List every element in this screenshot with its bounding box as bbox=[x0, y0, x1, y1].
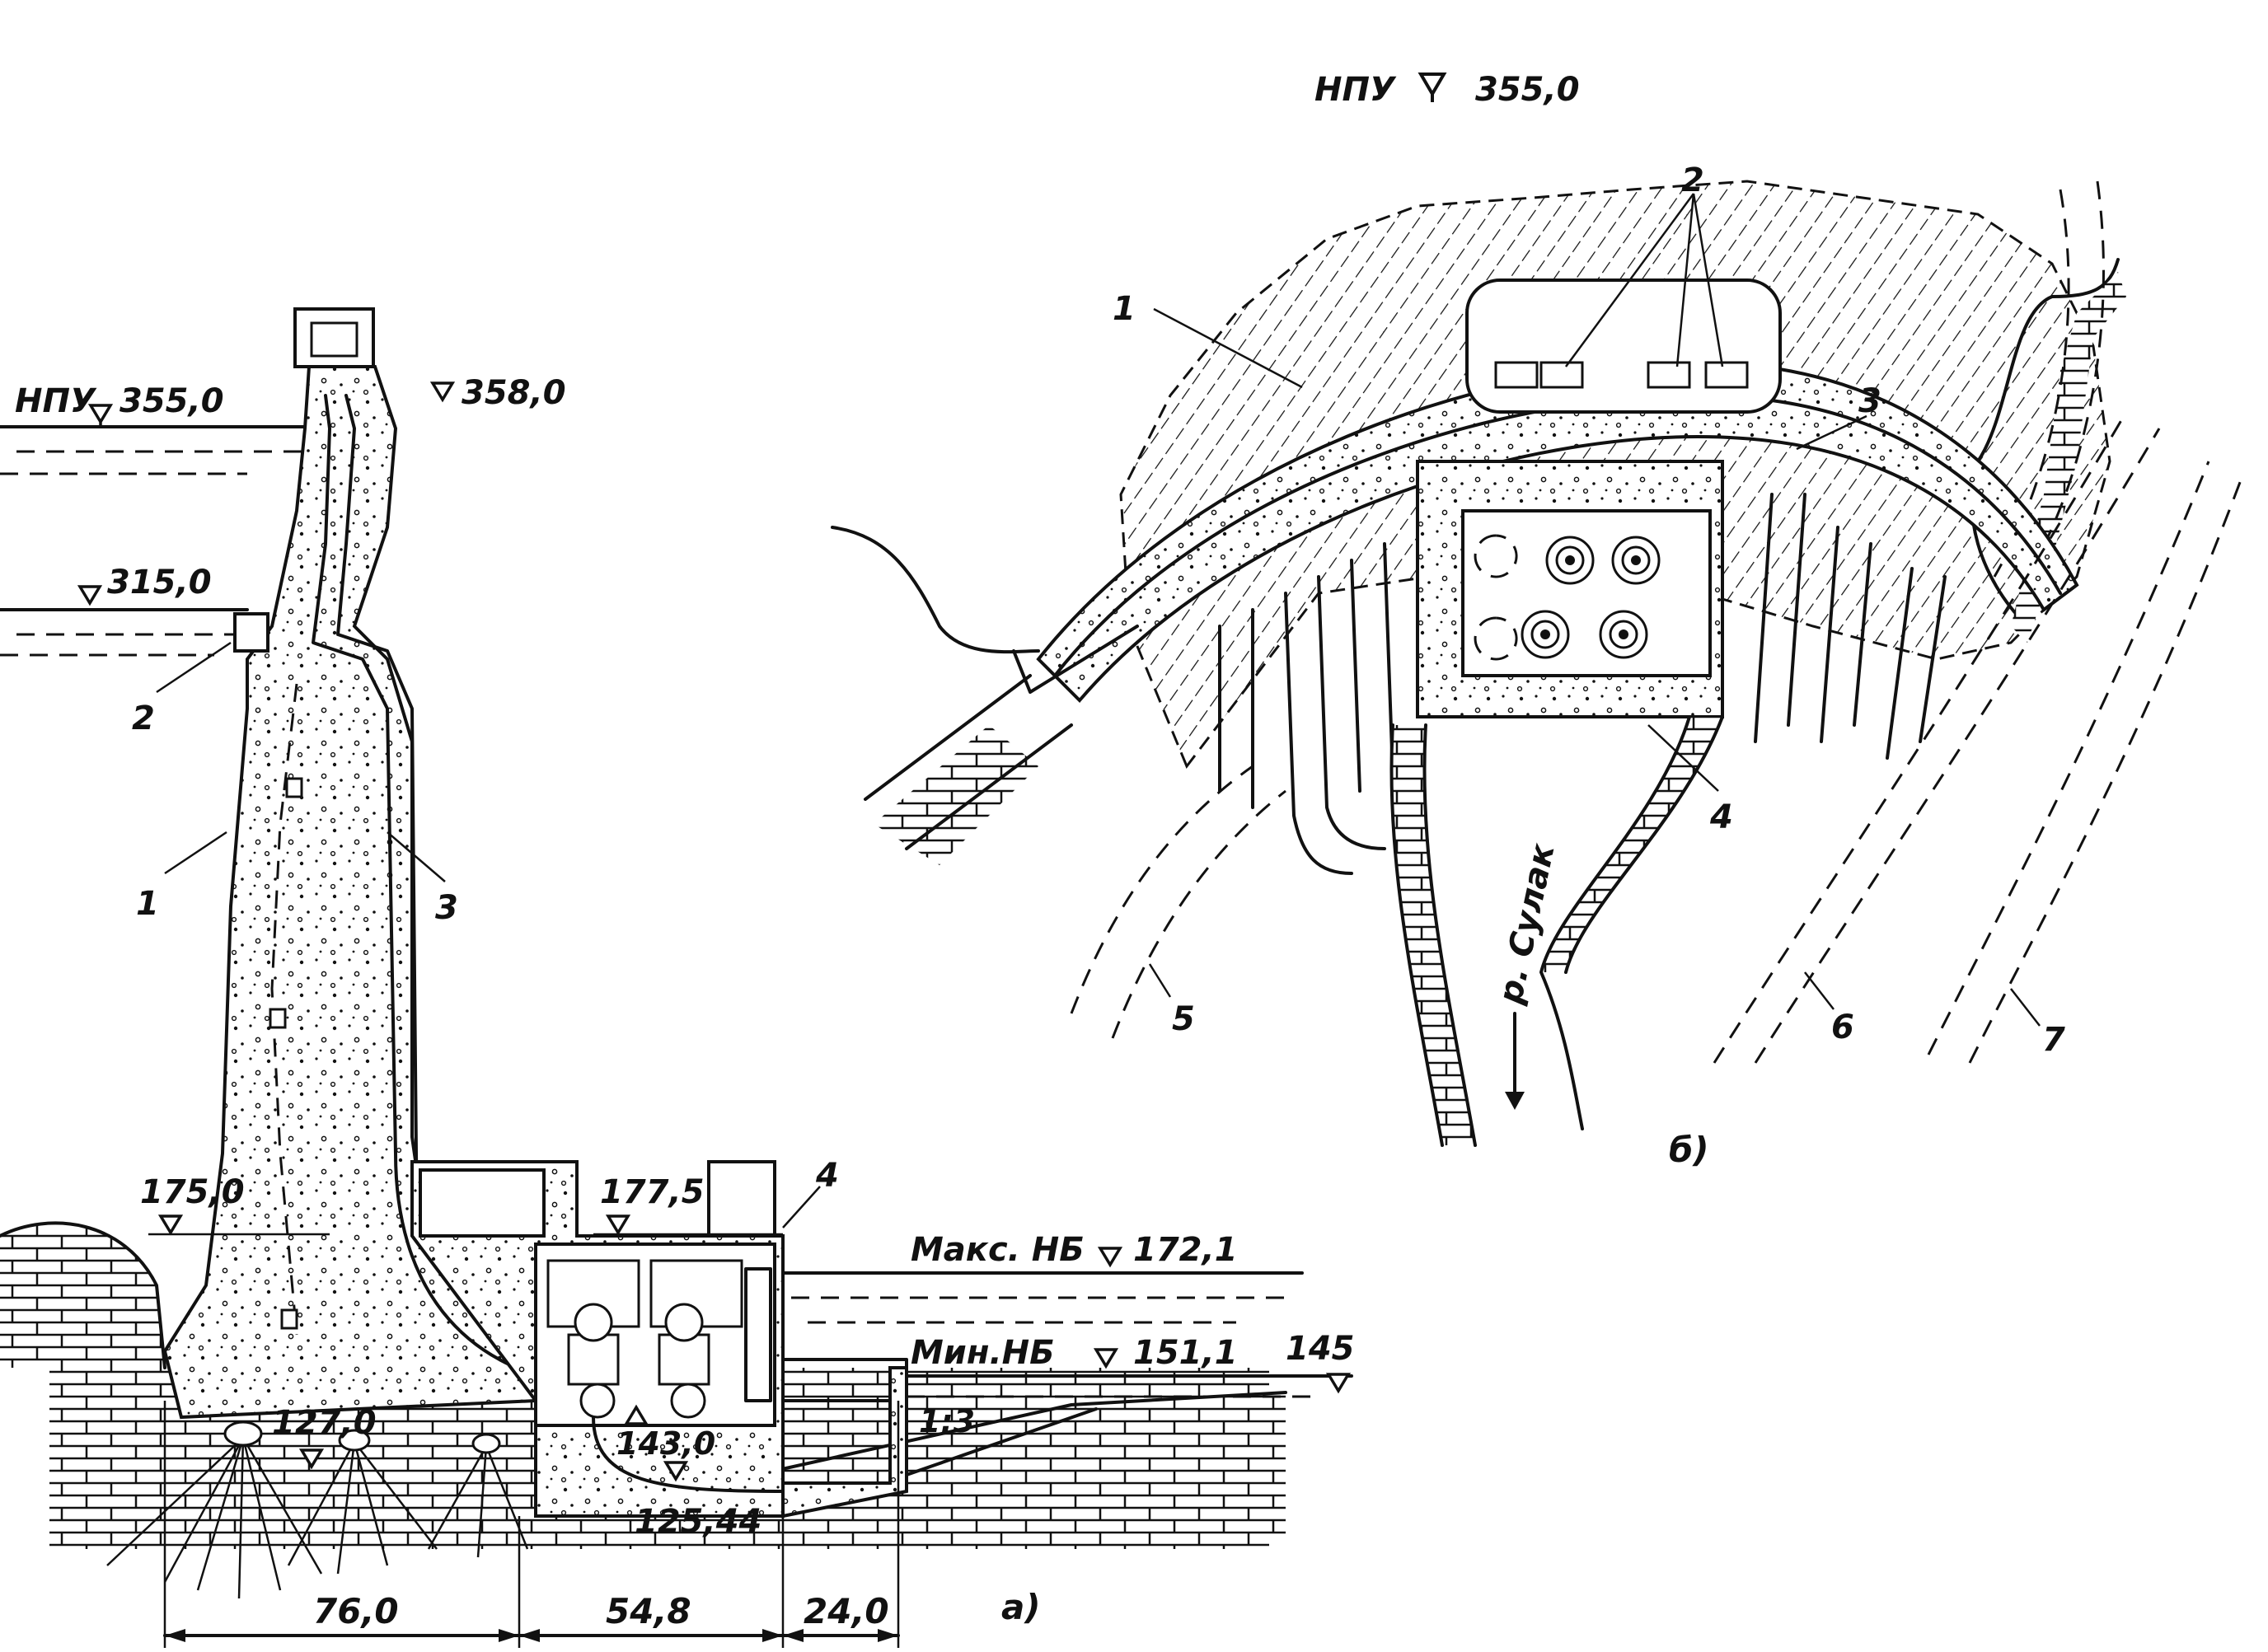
npu-label-b: НПУ bbox=[1314, 71, 1397, 109]
upstream-water bbox=[0, 425, 307, 657]
gallery-level: 127,0 bbox=[272, 1404, 377, 1442]
bottom-level: 125,44 bbox=[635, 1503, 761, 1541]
river-sulak bbox=[1389, 715, 1724, 1147]
callout-a-2: 2 bbox=[132, 700, 155, 737]
max-tailwater-label: Макс. НБ bbox=[911, 1231, 1085, 1269]
river-name: р. Сулак bbox=[1492, 840, 1563, 1008]
dimension-3: 24,0 bbox=[804, 1591, 889, 1631]
callout-a-1: 1 bbox=[136, 885, 159, 923]
callout-b-7: 7 bbox=[2042, 1021, 2065, 1059]
intake-level: 315,0 bbox=[107, 564, 212, 601]
bedrock-left bbox=[0, 1223, 165, 1368]
caption-a: а) bbox=[1001, 1587, 1041, 1627]
dimension-line bbox=[163, 1401, 900, 1648]
road-7 bbox=[1927, 461, 2243, 1064]
crest-gates bbox=[1465, 278, 1782, 414]
section-a-cross-section: НПУ 355,0 358,0 315,0 175,0 177,5 Макс. … bbox=[0, 307, 1355, 1648]
generator-unit-1 bbox=[567, 1303, 620, 1419]
powerhouse-top-level: 177,5 bbox=[600, 1173, 705, 1211]
callout-a-4: 4 bbox=[815, 1157, 839, 1195]
min-tailwater-label: Мин.НБ bbox=[911, 1334, 1055, 1372]
slope-label: 1:3 bbox=[919, 1403, 975, 1439]
npu-label-a: НПУ bbox=[15, 382, 97, 420]
turbine-unit-4 bbox=[1599, 610, 1648, 659]
tailwater bbox=[781, 1271, 1353, 1398]
turbine-unit-1 bbox=[1545, 536, 1595, 585]
npu-marker-b bbox=[1418, 73, 1447, 102]
road-5 bbox=[1070, 765, 1286, 1039]
callout-b-1: 1 bbox=[1113, 290, 1136, 328]
callout-b-6: 6 bbox=[1831, 1009, 1854, 1046]
npu-value-b: 355,0 bbox=[1475, 71, 1580, 109]
level-markers bbox=[77, 381, 1352, 1482]
npu-value-a: 355,0 bbox=[119, 382, 224, 420]
road-6 bbox=[1713, 411, 2161, 1064]
left-abutment bbox=[874, 725, 1038, 865]
powerhouse-plan bbox=[1416, 460, 1724, 718]
grout-curtains bbox=[106, 1420, 529, 1599]
dimension-2: 54,8 bbox=[606, 1591, 691, 1631]
river-level: 145 bbox=[1286, 1330, 1355, 1368]
dimension-1: 76,0 bbox=[313, 1591, 399, 1631]
generator-unit-2 bbox=[658, 1303, 710, 1419]
bedrock-right bbox=[775, 1392, 1286, 1541]
callout-b-2: 2 bbox=[1681, 161, 1704, 199]
powerhouse bbox=[410, 1160, 908, 1518]
callout-b-3: 3 bbox=[1858, 382, 1881, 420]
max-tailwater-value: 172,1 bbox=[1133, 1231, 1238, 1269]
callout-a-3: 3 bbox=[435, 889, 458, 927]
callout-b-5: 5 bbox=[1172, 1000, 1195, 1038]
turbine-level: 143,0 bbox=[616, 1425, 715, 1462]
base-level-left: 175,0 bbox=[140, 1173, 245, 1211]
section-b-plan-view: НПУ 355,0 1 2 3 4 5 6 7 р. Сулак б) bbox=[831, 71, 2243, 1170]
min-tailwater-value: 151,1 bbox=[1133, 1334, 1238, 1372]
callout-b-4: 4 bbox=[1709, 798, 1733, 836]
turbine-unit-2 bbox=[1611, 536, 1661, 585]
caption-b: б) bbox=[1669, 1130, 1709, 1170]
crest-level: 358,0 bbox=[462, 374, 566, 412]
turbine-unit-3 bbox=[1521, 610, 1570, 659]
